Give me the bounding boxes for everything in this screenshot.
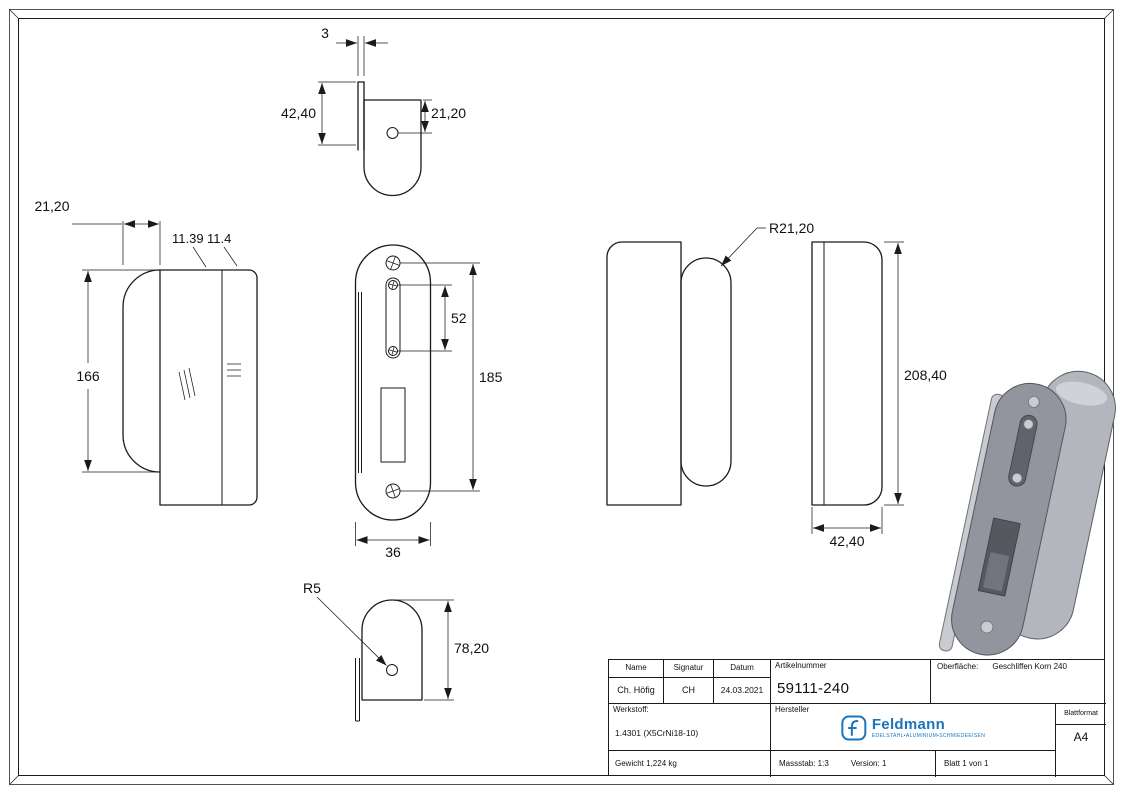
dim-label-left-width: 21,20 — [34, 198, 69, 214]
version-value: Version: 1 — [850, 758, 887, 768]
top-view: 3 42,40 21,20 — [281, 25, 466, 197]
dim-label-front-screws: 185 — [479, 369, 503, 385]
dim-label-bottom-height: 78,20 — [454, 640, 489, 656]
feldmann-logo-icon — [841, 715, 867, 741]
note-label-a: 11.39 — [172, 231, 204, 246]
datum-label: Datum — [714, 660, 771, 678]
oberflaeche-label: Oberfläche: — [937, 662, 979, 671]
hersteller-cell: Hersteller Feldmann EDELSTAHL•ALUMINIUM•… — [771, 704, 1056, 751]
signatur-label: Signatur — [664, 660, 714, 678]
signatur-value: CH — [664, 678, 714, 704]
werkstoff-cell: Werkstoff: 1.4301 (X5CrNi18-10) — [609, 704, 771, 751]
werkstoff-label: Werkstoff: — [613, 705, 649, 714]
iso-view — [938, 370, 1116, 656]
name-value: Ch. Höfig — [609, 678, 664, 704]
title-block: Name Signatur Datum Ch. Höfig CH 24.03.2… — [608, 659, 1106, 777]
dim-label-bottom-radius: R5 — [303, 580, 321, 596]
blatt-cell: Blatt 1 von 1 — [936, 751, 1056, 777]
artikelnummer-cell: Artikelnummer 59111-240 — [771, 660, 931, 704]
datum-value: 24.03.2021 — [714, 678, 771, 704]
side-view: R21,20 — [606, 220, 814, 506]
blattformat-value: A4 — [1073, 730, 1089, 744]
dim-label-top-thickness: 3 — [321, 25, 329, 41]
dim-label-top-height: 42,40 — [281, 105, 316, 121]
massstab-value: Massstab: 1:3 — [779, 758, 829, 768]
bottom-view: R5 78,20 — [303, 580, 489, 722]
dim-label-front-width: 36 — [385, 544, 401, 560]
left-view: 21,20 11.39 11.4 166 — [34, 198, 258, 506]
hersteller-label: Hersteller — [775, 705, 810, 714]
werkstoff-value: 1.4301 (X5CrNi18-10) — [615, 728, 699, 738]
artikelnummer-value: 59111-240 — [777, 680, 850, 697]
name-label: Name — [609, 660, 664, 678]
brand-tagline: EDELSTAHL•ALUMINIUM•SCHMIEDEEISEN — [871, 732, 986, 739]
side-view-2: 208,40 42,40 — [811, 241, 947, 549]
oberflaeche-cell: Oberfläche: Geschliffen Korn 240 — [931, 660, 1106, 704]
note-label-b: 11.4 — [207, 231, 231, 246]
brand-name: Feldmann — [871, 716, 946, 734]
blattformat-label: Blattformat — [1056, 704, 1106, 725]
gewicht-cell: Gewicht 1,224 kg — [609, 751, 771, 777]
dim-label-front-slot: 52 — [451, 310, 467, 326]
blattformat-cell: Blattformat A4 — [1056, 704, 1106, 777]
dim-label-side-length: 208,40 — [904, 367, 947, 383]
dim-label-left-length: 166 — [76, 368, 100, 384]
dim-label-side-width: 42,40 — [829, 533, 864, 549]
artikelnummer-label: Artikelnummer — [775, 661, 827, 670]
oberflaeche-value: Geschliffen Korn 240 — [992, 662, 1067, 671]
dim-label-top-hole: 21,20 — [431, 105, 466, 121]
feldmann-logo: Feldmann EDELSTAHL•ALUMINIUM•SCHMIEDEEIS… — [841, 715, 985, 741]
front-view: 52 185 36 — [354, 244, 503, 560]
massstab-cell: Massstab: 1:3 Version: 1 — [771, 751, 936, 777]
dim-label-side-radius: R21,20 — [769, 220, 814, 236]
